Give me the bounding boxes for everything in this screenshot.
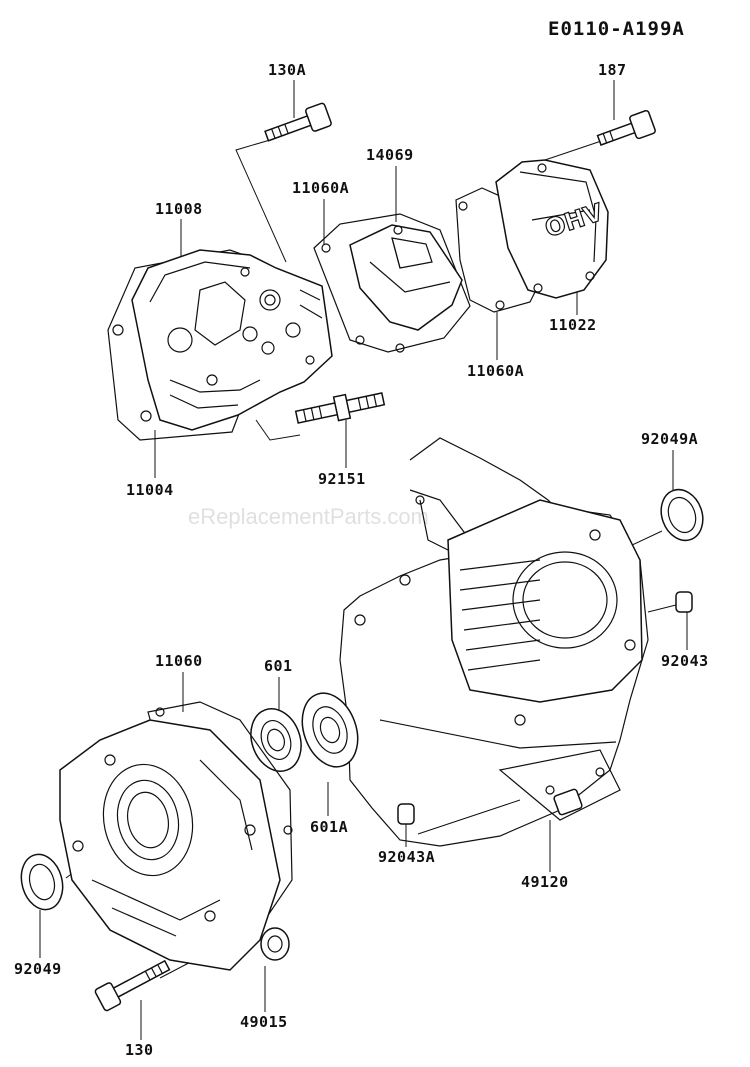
- cylinder-head-11008: [131, 249, 333, 431]
- label-11060: 11060: [155, 652, 203, 670]
- oil-seal-92049: [20, 853, 64, 911]
- breather-14069: [349, 224, 463, 331]
- label-92151: 92151: [318, 470, 366, 488]
- label-11008: 11008: [155, 200, 203, 218]
- label-14069: 14069: [366, 146, 414, 164]
- label-92049: 92049: [14, 960, 62, 978]
- diagram-code: E0110-A199A: [548, 18, 685, 40]
- dowel-pin-92043: [675, 591, 693, 613]
- watermark: eReplacementParts.com: [188, 504, 429, 529]
- label-11060A-top: 11060A: [292, 179, 349, 197]
- bearing-601A: [301, 692, 359, 768]
- label-130: 130: [125, 1041, 154, 1059]
- label-92043A: 92043A: [378, 848, 435, 866]
- oil-seal-92049A: [660, 488, 704, 542]
- label-11060A-right: 11060A: [467, 362, 524, 380]
- crankcase-49120: [339, 437, 649, 847]
- label-49120: 49120: [521, 873, 569, 891]
- cover-gasket-11060A: [455, 187, 541, 313]
- label-601: 601: [264, 657, 293, 675]
- stud-92151: [294, 392, 386, 424]
- valve-cover-11022: OHV: [495, 159, 609, 299]
- label-11022: 11022: [549, 316, 597, 334]
- bearing-601: [250, 708, 302, 772]
- label-49015: 49015: [240, 1013, 288, 1031]
- label-92043: 92043: [661, 652, 709, 670]
- label-130A: 130A: [268, 61, 306, 79]
- crankcase-cover-49015: [59, 719, 290, 971]
- bolt-130A: [264, 102, 332, 142]
- bolt-130: [94, 959, 171, 1012]
- label-92049A: 92049A: [641, 430, 698, 448]
- leader-lines: [39, 80, 688, 1040]
- bolt-187: [596, 109, 656, 146]
- rocker-gasket-11060A: [313, 213, 471, 353]
- label-11004: 11004: [126, 481, 174, 499]
- label-601A: 601A: [310, 818, 348, 836]
- dowel-pin-92043A: [397, 803, 415, 825]
- label-187: 187: [598, 61, 627, 79]
